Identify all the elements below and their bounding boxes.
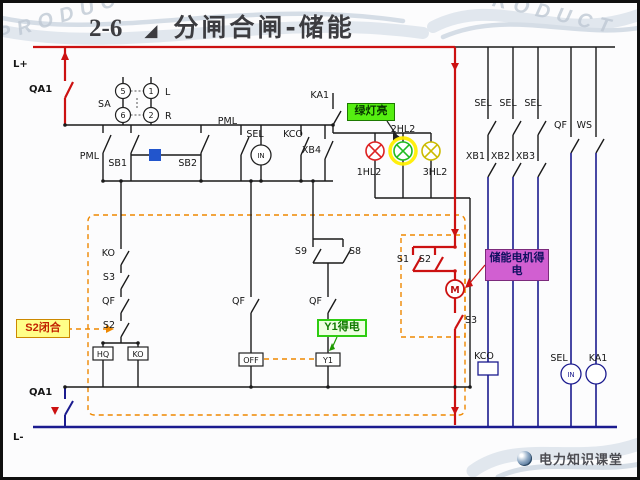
xb2-label: XB2 — [491, 151, 510, 162]
y1-coil-label: Y1 — [322, 356, 333, 365]
qa1-top-label: QA1 — [29, 84, 52, 95]
sa-contact-6: 6 — [120, 111, 125, 120]
background-swirls — [3, 8, 637, 477]
brand-name: 电力知识课堂 — [538, 452, 623, 467]
brand-logo-icon — [516, 451, 532, 466]
sel-relay-in-label: IN — [257, 152, 264, 160]
lamp-1hl2 — [365, 141, 385, 161]
motor-m-label: M — [450, 285, 459, 296]
sel-right1-label: SEL — [474, 98, 492, 109]
qf-left-label: QF — [102, 296, 115, 307]
s1-label: S1 — [397, 254, 409, 265]
wires-black — [65, 46, 615, 388]
l-minus-label: L- — [13, 432, 24, 443]
sa-r-label: R — [165, 111, 172, 122]
coil-boxes — [92, 346, 341, 367]
ka1-top-label: KA1 — [310, 90, 329, 101]
lamp-2hl2-label: 2HL2 — [391, 124, 416, 135]
sb1-label: SB1 — [108, 158, 127, 169]
sel-right2-label: SEL — [499, 98, 517, 109]
hq-coil-label: HQ — [97, 350, 109, 359]
callout-pointers — [329, 120, 486, 351]
lamp-2hl2 — [393, 141, 413, 161]
qa1-bottom-label: QA1 — [29, 387, 52, 398]
s9-label: S9 — [295, 246, 307, 257]
ka1-coil-bottom — [585, 363, 607, 385]
sel-bottom-label: SEL — [550, 353, 568, 364]
callout-s2-closed: S2闭合 — [16, 319, 70, 338]
slide-title: 2-6 ◢ 分闸合闸-储能 — [89, 8, 355, 44]
callout-y1-energized: Y1得电 — [317, 319, 367, 337]
motor-m — [445, 279, 465, 299]
highlight-dashed-region — [67, 214, 466, 416]
sel-relay-top — [250, 144, 272, 166]
qf-mid-left-label: QF — [232, 296, 245, 307]
sel-mid-label: SEL — [246, 129, 264, 140]
title-ornament-icon: ◢ — [144, 21, 158, 40]
l-plus-label: L+ — [13, 59, 28, 70]
s3-right-label: S3 — [465, 315, 477, 326]
s2-left-label: S2 — [103, 320, 115, 331]
lamp-1hl2-label: 1HL2 — [357, 167, 382, 178]
callout-green-lamp-on: 绿灯亮 — [347, 103, 395, 121]
sa-l-label: L — [165, 87, 171, 98]
flow-arrows — [51, 51, 459, 415]
off-coil-label: OFF — [243, 356, 259, 365]
sa-contact-5: 5 — [120, 87, 125, 96]
wires-live-red — [33, 45, 464, 425]
s8-label: S8 — [349, 246, 361, 257]
s2-right-label: S2 — [419, 254, 431, 265]
lamp-3hl2-label: 3HL2 — [423, 167, 448, 178]
lamp-3hl2 — [421, 141, 441, 161]
sa-label: SA — [98, 99, 111, 110]
selector-switch-sa — [114, 82, 160, 124]
sel-relay-bottom — [560, 363, 582, 385]
kco-mid-label: KCO — [283, 129, 303, 140]
brand-watermark: 电力知识课堂 — [516, 449, 623, 468]
kco-coil-box — [477, 361, 499, 376]
ka1-bottom-label: KA1 — [589, 353, 608, 364]
sb2-label: SB2 — [178, 158, 197, 169]
qf-right-label: QF — [554, 120, 567, 131]
sa-contact-2: 2 — [148, 111, 153, 120]
ws-label: WS — [577, 120, 592, 131]
sel-right3-label: SEL — [524, 98, 542, 109]
callout-motor-energized: 储能电机得电 — [485, 249, 549, 281]
ko-contact-label: KO — [102, 248, 115, 259]
lamp-2hl2-halo — [388, 136, 418, 166]
qf-mid-right-label: QF — [309, 296, 322, 307]
title-number: 2-6 — [89, 15, 123, 42]
title-text: 分闸合闸-储能 — [173, 13, 355, 42]
s2-callout-arrow — [106, 325, 114, 333]
s3-left-label: S3 — [103, 272, 115, 283]
blue-indicator-block — [149, 149, 161, 161]
xb1-label: XB1 — [466, 151, 485, 162]
sel-bottom-in-label: IN — [567, 371, 574, 379]
selector-switch-links — [130, 90, 144, 116]
xb4-label: XB4 — [302, 145, 321, 156]
pml-top-label: PML — [218, 116, 238, 127]
circuit-schematic: L+ QA1 SA 5 1 L 6 2 R PML SB1 SB2 PML SE… — [3, 8, 637, 477]
sa-contact-1: 1 — [148, 87, 153, 96]
xb3-label: XB3 — [516, 151, 535, 162]
kco-coil-label: KCO — [474, 351, 494, 362]
junction-dots — [63, 123, 472, 389]
ko-coil-label: KO — [132, 350, 143, 359]
pml-left-label: PML — [80, 151, 100, 162]
